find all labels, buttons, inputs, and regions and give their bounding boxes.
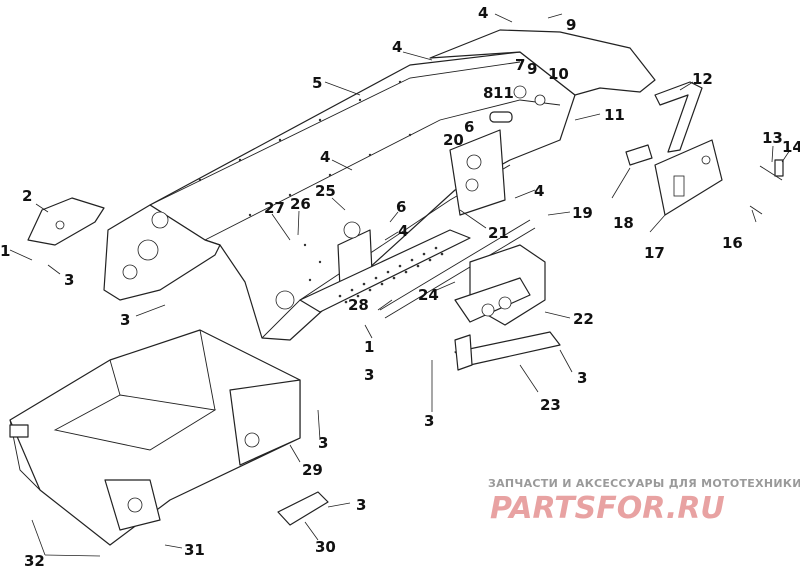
callout-24: 24 xyxy=(418,286,439,304)
callout-9b: 8 xyxy=(483,84,493,102)
watermark-brand: PARTSFOR.RU xyxy=(490,491,725,526)
perforation-pattern xyxy=(338,246,444,304)
watermark-tagline: ЗАПЧАСТИ И АКСЕССУАРЫ ДЛЯ МОТОТЕХНИКИ xyxy=(488,477,800,490)
callout-14: 13 xyxy=(762,129,783,147)
callout-9a: 7 xyxy=(515,56,525,74)
callout-4a: 4 xyxy=(392,38,402,56)
part-29-lower-frame xyxy=(9,329,301,546)
callout-4d: 4 xyxy=(398,222,408,240)
callout-23: 23 xyxy=(540,396,561,414)
part-2-bracket xyxy=(27,197,105,246)
callout-15: 14 xyxy=(782,138,800,156)
callout-22: 22 xyxy=(573,310,594,328)
callout-1b: 1 xyxy=(364,338,374,356)
callout-labels: 4 9 4 5 7 9 10 8 11 11 12 6 20 4 13 14 2… xyxy=(0,4,800,570)
callout-13: 12 xyxy=(692,70,713,88)
callout-28: 28 xyxy=(348,296,369,314)
part-18-bracket xyxy=(625,144,653,166)
callout-2: 2 xyxy=(22,187,32,205)
part-22-block xyxy=(454,244,546,326)
callout-32: 32 xyxy=(24,552,45,570)
callout-1a: 1 xyxy=(0,242,10,260)
callout-3f: 3 xyxy=(318,434,328,452)
callout-18: 18 xyxy=(613,214,634,232)
callout-29: 29 xyxy=(302,461,323,479)
leader-lines xyxy=(9,13,791,557)
rivets xyxy=(198,80,412,282)
part-17-plate xyxy=(654,139,723,216)
callout-30: 30 xyxy=(315,538,336,556)
rear-flap xyxy=(429,29,656,123)
callout-25: 25 xyxy=(315,182,336,200)
callout-16: 16 xyxy=(722,234,743,252)
callout-3a: 3 xyxy=(64,271,74,289)
part-30-bracket xyxy=(277,491,329,526)
callout-31: 31 xyxy=(184,541,205,559)
callout-8: 9 xyxy=(566,16,576,34)
callout-6b: 6 xyxy=(396,198,406,216)
part-13-handle xyxy=(654,81,703,153)
callout-11a: 10 xyxy=(548,65,569,83)
callout-19: 19 xyxy=(572,204,593,222)
callout-3g: 3 xyxy=(356,496,366,514)
main-tunnel xyxy=(103,51,576,341)
callout-3b: 3 xyxy=(120,311,130,329)
callout-4b: 4 xyxy=(320,148,330,166)
part-23-bracket xyxy=(454,331,561,371)
callout-5: 5 xyxy=(312,74,322,92)
callout-20: 20 xyxy=(443,131,464,149)
hardware-14-15-16 xyxy=(749,159,784,215)
callout-7: 4 xyxy=(478,4,488,22)
callout-3d: 3 xyxy=(577,369,587,387)
callout-4c: 4 xyxy=(534,182,544,200)
callout-17: 17 xyxy=(644,244,665,262)
watermark: ЗАПЧАСТИ И АКСЕССУАРЫ ДЛЯ МОТОТЕХНИКИ PA… xyxy=(488,477,800,526)
callout-3e: 3 xyxy=(424,412,434,430)
callout-10: 9 xyxy=(527,60,537,78)
callout-6a: 6 xyxy=(464,118,474,136)
callout-3c: 3 xyxy=(364,366,374,384)
callout-11b: 11 xyxy=(493,84,514,102)
callout-26: 26 xyxy=(290,195,311,213)
callout-21: 21 xyxy=(488,224,509,242)
callout-12: 11 xyxy=(604,106,625,124)
callout-27: 27 xyxy=(264,199,285,217)
